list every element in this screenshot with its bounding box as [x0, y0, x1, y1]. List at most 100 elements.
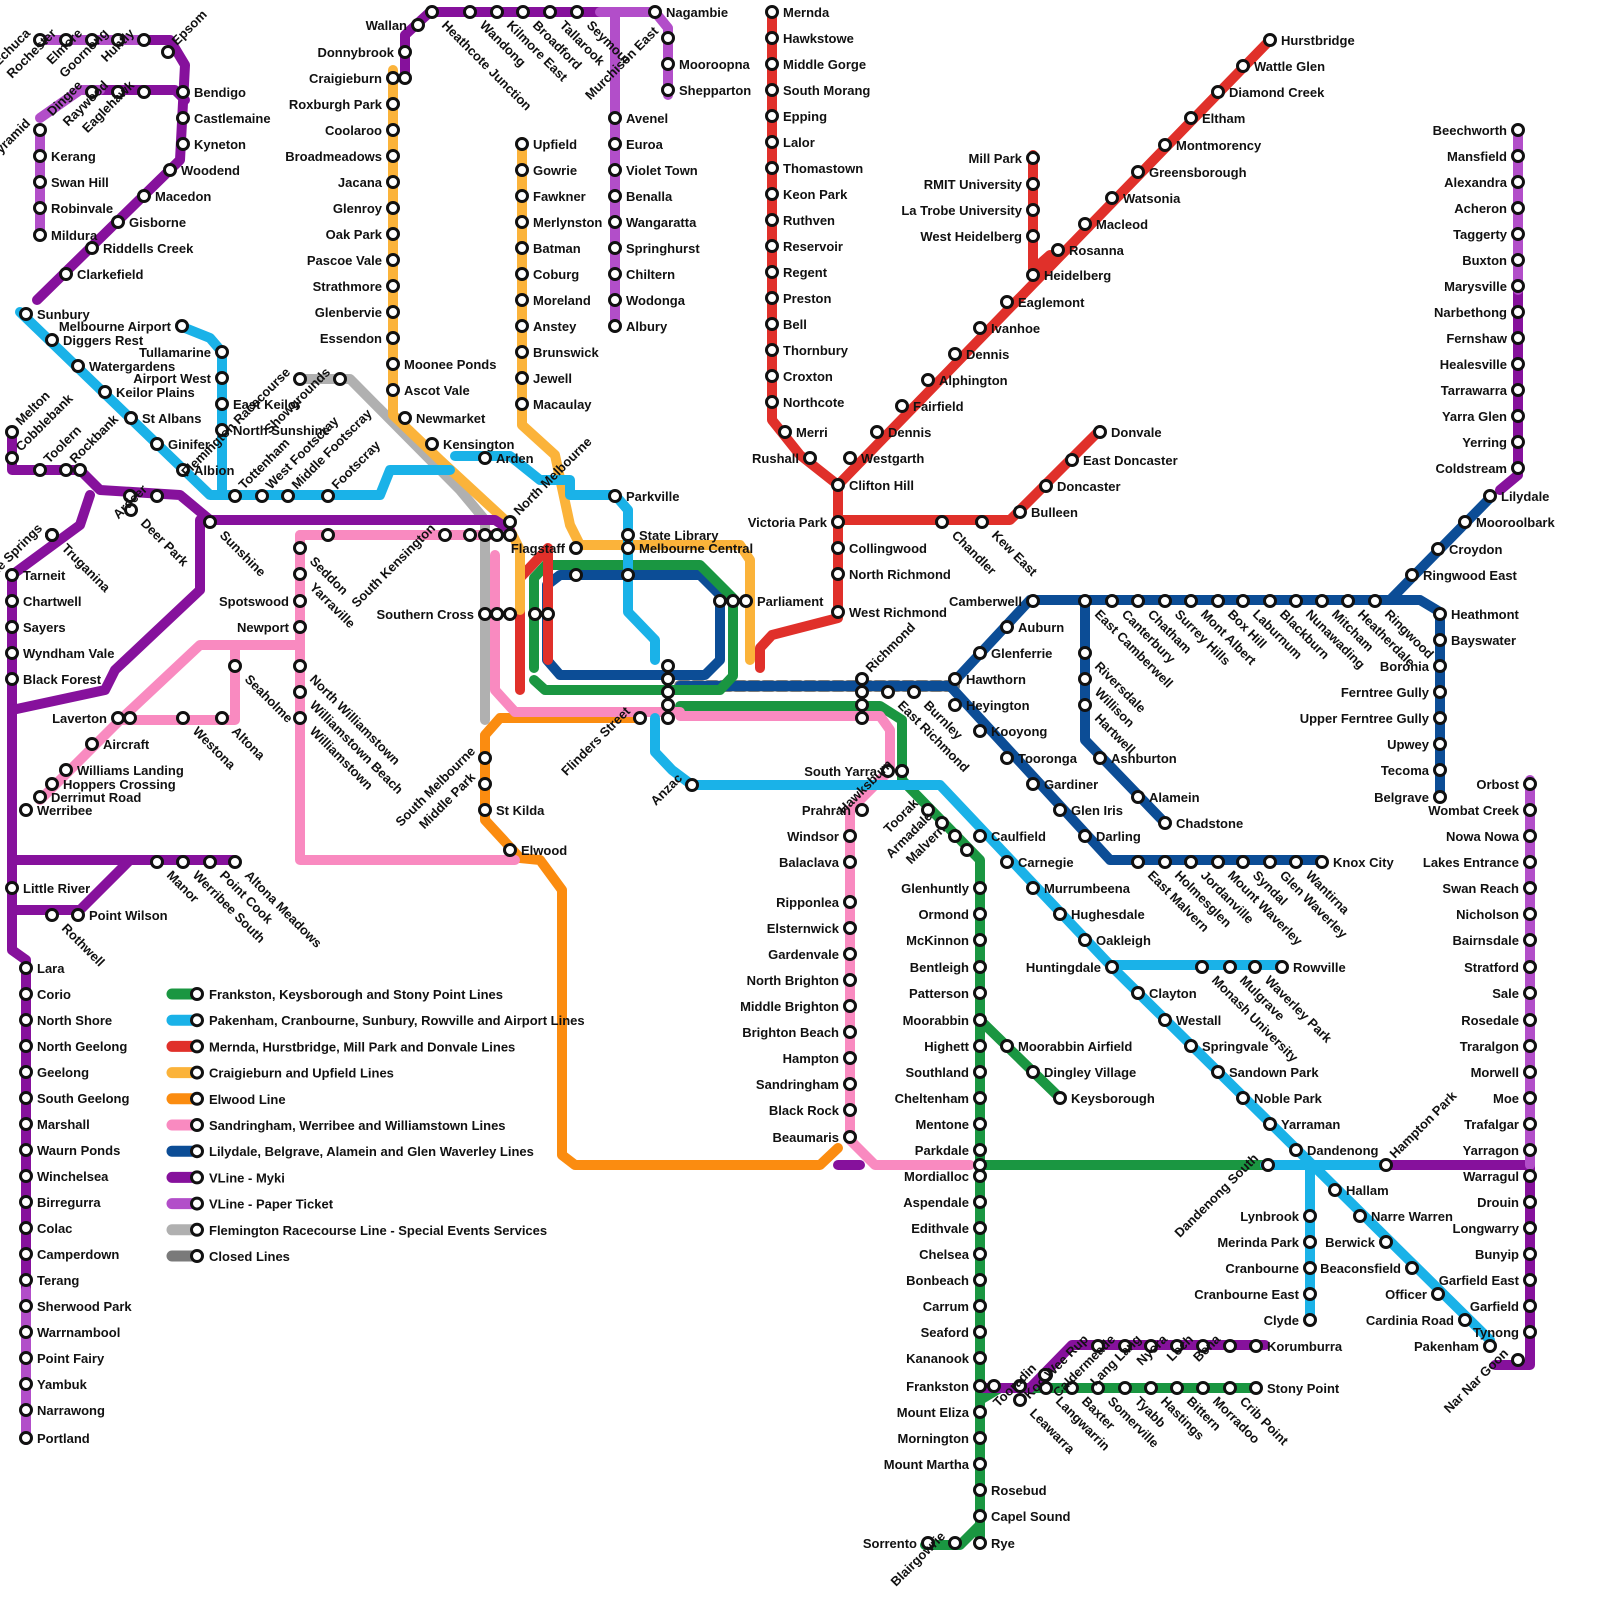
station-anstey-label: Anstey: [533, 319, 577, 334]
station-coldstream-marker: [1511, 461, 1525, 475]
station-merri-label: Merri: [796, 425, 828, 440]
station-black-forest-label: Black Forest: [23, 672, 102, 687]
station-albion-marker: [176, 463, 190, 477]
interchange-marker-2: [503, 528, 517, 542]
station-broadmeadows-label: Broadmeadows: [285, 149, 382, 164]
station-nicholson-label: Nicholson: [1456, 907, 1519, 922]
station-bayswater-label: Bayswater: [1451, 633, 1516, 648]
station-narre-warren-marker: [1353, 1209, 1367, 1223]
station-bonbeach-marker: [973, 1273, 987, 1287]
interchange-marker-0: [398, 71, 412, 85]
station-jacana-label: Jacana: [338, 175, 383, 190]
station-pakenham-label: Pakenham: [1414, 1339, 1479, 1354]
station-southland-marker: [973, 1065, 987, 1079]
station-mornington-marker: [973, 1431, 987, 1445]
station-clifton-hill-label: Clifton Hill: [849, 478, 914, 493]
station-elsternwick-marker: [843, 921, 857, 935]
station-dingley-village-label: Dingley Village: [1044, 1065, 1136, 1080]
station-regent-label: Regent: [783, 265, 828, 280]
station-hallam-marker: [1328, 1183, 1342, 1197]
station-lara-marker: [19, 961, 33, 975]
station-ormond-label: Ormond: [918, 907, 969, 922]
station-tyabb-marker: [1118, 1381, 1132, 1395]
station-moorabbin-label: Moorabbin: [903, 1013, 969, 1028]
station-rosebud-label: Rosebud: [991, 1483, 1047, 1498]
station-corio-marker: [19, 987, 33, 1001]
station-ivanhoe-label: Ivanhoe: [991, 321, 1040, 336]
station-elwood-label: Elwood: [521, 843, 567, 858]
station-point-wilson-label: Point Wilson: [89, 908, 168, 923]
station-jewell-label: Jewell: [533, 371, 572, 386]
station-koo-wee-rup-marker: [1091, 1339, 1105, 1353]
station-st-albans-label: St Albans: [142, 411, 201, 426]
station-merlynston-label: Merlynston: [533, 215, 602, 230]
station-reservoir-marker: [765, 239, 779, 253]
station-moonee-ponds-marker: [386, 357, 400, 371]
station-traralgon-label: Traralgon: [1460, 1039, 1519, 1054]
station-gowrie-label: Gowrie: [533, 163, 577, 178]
station-shepparton-marker: [661, 83, 675, 97]
frankston-route-9: [975, 1015, 1065, 1103]
station-mont-albert-marker: [1184, 594, 1198, 608]
station-mernda-marker: [765, 5, 779, 19]
legend-label-closed: Closed Lines: [209, 1249, 290, 1264]
station-warragul-marker: [1523, 1169, 1537, 1183]
station-merri-marker: [778, 425, 792, 439]
station-dennis-marker: [948, 347, 962, 361]
station-nyora-marker: [1170, 1339, 1184, 1353]
station-black-rock-marker: [843, 1103, 857, 1117]
station-markers: [5, 5, 1537, 1550]
station-coolaroo-label: Coolaroo: [325, 123, 382, 138]
station-coburg-label: Coburg: [533, 267, 579, 282]
station-flemington-racecourse-marker: [293, 372, 307, 386]
station-keon-park-marker: [765, 187, 779, 201]
station-epping-marker: [765, 109, 779, 123]
station-west-richmond-label: West Richmond: [849, 605, 947, 620]
station-hampton-park-marker: [1379, 1158, 1393, 1172]
station-castlemaine-marker: [176, 111, 190, 125]
station-toorak-marker: [921, 803, 935, 817]
station-craigieburn-label: Craigieburn: [309, 71, 382, 86]
station-hawthorn-label: Hawthorn: [966, 672, 1026, 687]
station-garfield-label: Garfield: [1470, 1299, 1519, 1314]
station-crib-point-marker: [1223, 1381, 1237, 1395]
station-mount-eliza-marker: [973, 1405, 987, 1419]
station-orbost-label: Orbost: [1476, 777, 1519, 792]
station-brunswick-marker: [515, 345, 529, 359]
station-nagambie-label: Nagambie: [666, 5, 728, 20]
station-broadford-marker: [516, 5, 530, 19]
station-murrumbeena-label: Murrumbeena: [1044, 881, 1131, 896]
station-point-cook-marker: [203, 855, 217, 869]
station-holmesglen-marker: [1158, 855, 1172, 869]
station-coburg-marker: [515, 267, 529, 281]
station-narbethong-label: Narbethong: [1434, 305, 1507, 320]
station-sorrento-label: Sorrento: [863, 1536, 917, 1551]
station-eaglehawk-marker: [137, 85, 151, 99]
legend-marker-sandringham: [190, 1118, 204, 1132]
station-wyndham-vale-label: Wyndham Vale: [23, 646, 115, 661]
station-yarragon-label: Yarragon: [1463, 1143, 1519, 1158]
station-macleod-marker: [1078, 217, 1092, 231]
station-southland-label: Southland: [905, 1065, 969, 1080]
station-tullamarine-label: Tullamarine: [139, 345, 211, 360]
station-narre-warren-label: Narre Warren: [1371, 1209, 1453, 1224]
station-carrum-marker: [973, 1299, 987, 1313]
station-traralgon-marker: [1523, 1039, 1537, 1053]
station-moe-marker: [1523, 1091, 1537, 1105]
station-newmarket-marker: [398, 411, 412, 425]
station-terang-label: Terang: [37, 1273, 79, 1288]
station-bentleigh-label: Bentleigh: [910, 960, 969, 975]
station-deer-park-marker: [124, 503, 138, 517]
station-ripponlea-marker: [843, 895, 857, 909]
station-newmarket-label: Newmarket: [416, 411, 486, 426]
station-robinvale-label: Robinvale: [51, 201, 113, 216]
station-mordialloc-marker: [973, 1169, 987, 1183]
station-sherwood-park-marker: [19, 1299, 33, 1313]
station-watsonia-marker: [1105, 191, 1119, 205]
interchange-marker-8: [490, 607, 504, 621]
station-rochester-marker: [59, 33, 73, 47]
station-doncaster-label: Doncaster: [1057, 479, 1121, 494]
station-seddon-marker: [293, 541, 307, 555]
station-anstey-marker: [515, 319, 529, 333]
station-taggerty-marker: [1511, 227, 1525, 241]
